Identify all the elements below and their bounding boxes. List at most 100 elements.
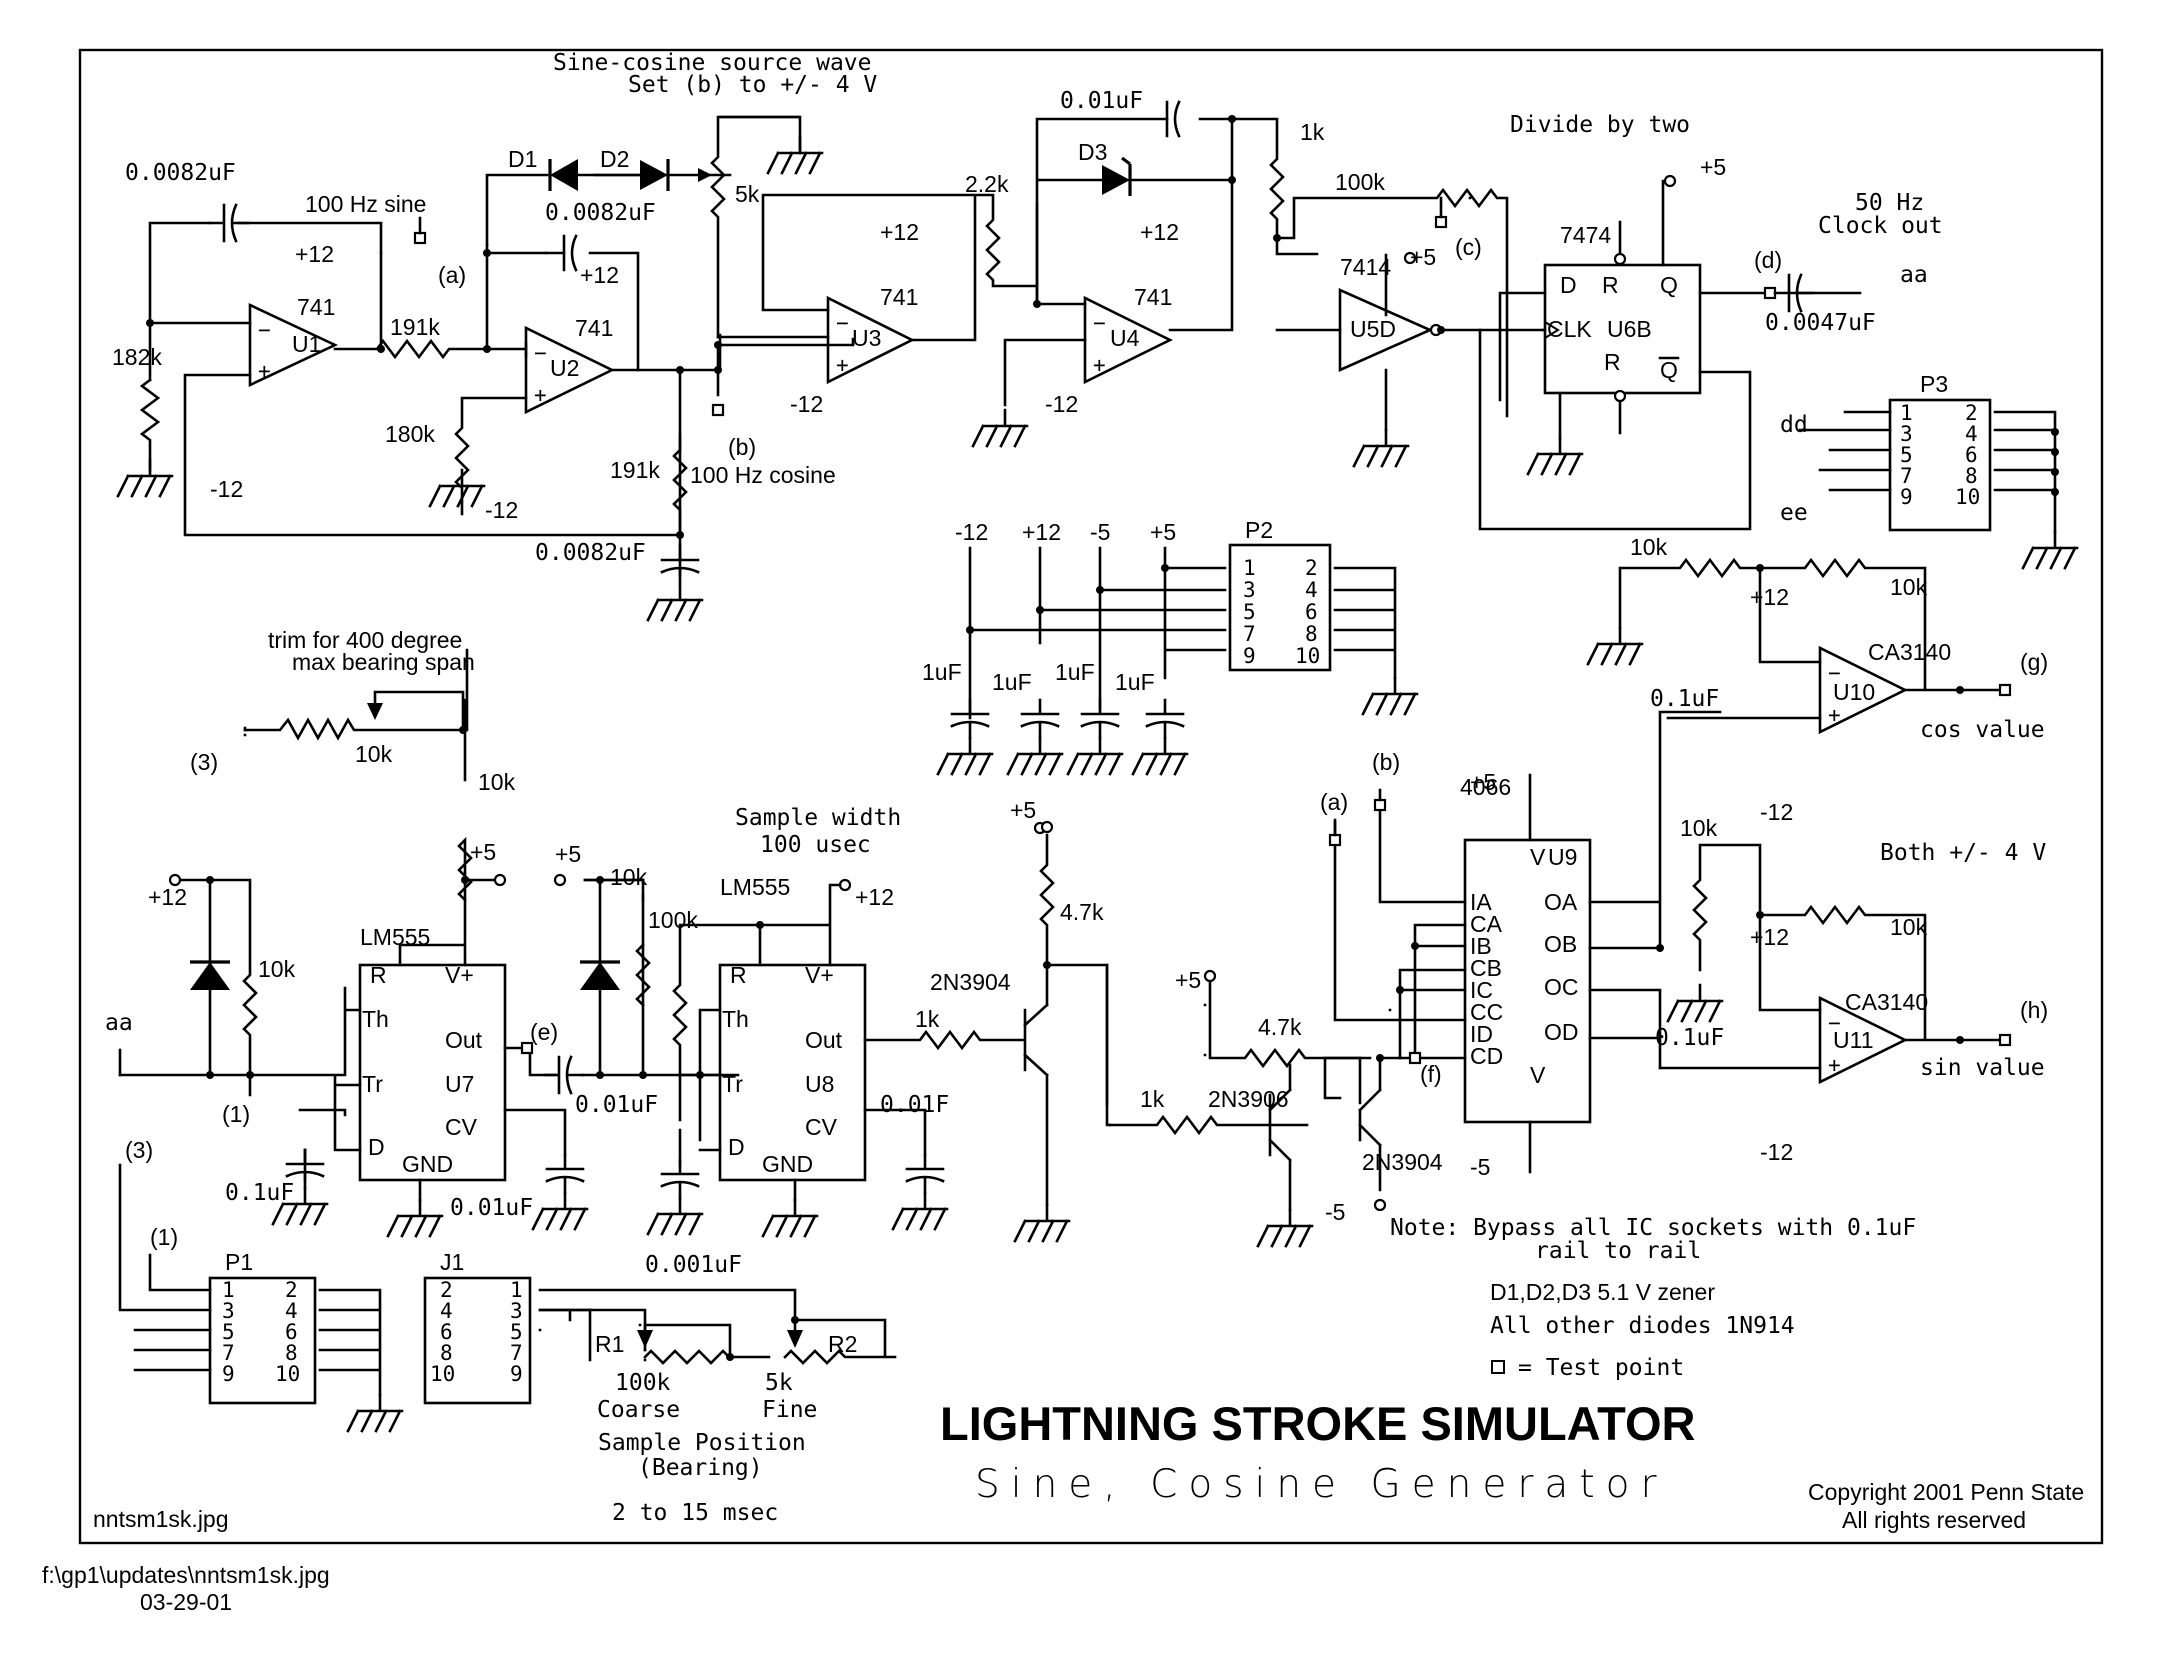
label-connectors-even-2: 6 xyxy=(1965,443,1978,467)
label-connectors-odd-3: 7 xyxy=(1243,622,1256,646)
label-connectors-even-1: 4 xyxy=(1965,422,1978,446)
label-labels-oa: OA xyxy=(1544,889,1578,915)
p2-connector: P2 xyxy=(1228,517,1332,672)
label-labels-u7: U7 xyxy=(445,1071,474,1097)
svg-text:+: + xyxy=(1828,703,1841,727)
label-labels-dd: dd xyxy=(1780,412,1808,438)
label-labels-m12: -12 xyxy=(1045,391,1078,417)
label-labels-p12: +12 xyxy=(295,241,334,267)
label-labels-clk: CLK xyxy=(1547,316,1592,342)
label-connectors-odd-4: 9 xyxy=(222,1362,235,1386)
label-connectors-odd-3: 7 xyxy=(222,1341,235,1365)
label-labels-p5: +5 xyxy=(1410,244,1436,270)
label-labels-p5: +5 xyxy=(1010,797,1036,823)
u8-lm555: R V+ Th Out Tr U8 CV D GND LM555 xyxy=(718,874,867,1182)
trim-label-1: trim for 400 degree xyxy=(268,627,462,653)
label-labels-oc: OC xyxy=(1544,974,1579,1000)
label-labels-m5: -5 xyxy=(1325,1199,1345,1225)
label-labels-tp-b: (b) xyxy=(728,434,756,460)
label-connectors-odd-2: 5 xyxy=(1900,443,1913,467)
label-labels-cv: CV xyxy=(805,1114,838,1140)
label-labels-j1: J1 xyxy=(440,1249,464,1275)
label-connectors-odd-0: 1 xyxy=(222,1278,235,1302)
label-labels-c-01: 0.1uF xyxy=(1655,1025,1724,1051)
label-labels-aa: aa xyxy=(1900,262,1928,288)
label-labels-tp-e: (e) xyxy=(530,1019,558,1045)
label-labels-c-001uF: 0.001uF xyxy=(645,1252,742,1278)
label-labels-tr: Tr xyxy=(362,1071,383,1097)
label-labels-u11: U11 xyxy=(1833,1027,1874,1053)
label-connectors-even-1: 4 xyxy=(440,1299,453,1323)
label-labels-p12: +12 xyxy=(148,884,187,910)
sample-width-label: Sample width xyxy=(735,805,901,831)
label-labels-tp-d: (d) xyxy=(1754,247,1782,273)
label-labels-d1: D1 xyxy=(508,146,537,172)
label-labels-th: Th xyxy=(722,1006,749,1032)
label-connectors-even-4: 10 xyxy=(1955,485,1980,509)
label-connectors-odd-3: 7 xyxy=(510,1341,523,1365)
label-labels-coarse: Coarse xyxy=(597,1397,680,1423)
clock-out-label: Clock out xyxy=(1818,213,1943,239)
u1-label: U1 xyxy=(292,331,321,357)
bypass-note: Note: Bypass all IC sockets with 0.1uF xyxy=(1390,1215,1916,1241)
label-labels-u5d: U5D xyxy=(1350,316,1396,342)
label-connectors-even-0: 2 xyxy=(1965,401,1978,425)
label-labels-ic: IC xyxy=(1470,977,1493,1003)
label-connectors-odd-4: 9 xyxy=(1900,485,1913,509)
label-labels-ic7414: 7414 xyxy=(1340,254,1391,280)
label-labels-aa: aa xyxy=(105,1010,133,1036)
svg-text:−: − xyxy=(1828,661,1841,685)
label-labels-vplus: V+ xyxy=(805,962,834,988)
label-labels-c-001: 0.01uF xyxy=(1060,88,1143,114)
label-labels-r-1k: 1k xyxy=(915,1006,940,1032)
label-connectors-odd-1: 3 xyxy=(222,1299,235,1323)
label-labels-m12: -12 xyxy=(1760,799,1793,825)
label-labels-d-pin: D xyxy=(368,1134,385,1160)
u11-opamp: −+ U11 CA3140 xyxy=(1818,989,1928,1085)
u2-opamp: −+ U2 741 xyxy=(524,315,615,415)
label-labels-ic7474: 7474 xyxy=(1560,222,1611,248)
u7-lm555: R V+ Th Out Tr U7 CV D GND LM555 xyxy=(358,924,507,1182)
label-labels-r-180k: 180k xyxy=(385,421,435,447)
source-wave-instruction: Set (b) to +/- 4 V xyxy=(628,72,877,98)
label-labels-r-22k: 2.2k xyxy=(965,171,1009,197)
label-labels-r-5k: 5k xyxy=(735,181,760,207)
label-labels-cb: CB xyxy=(1470,955,1502,981)
label-connectors-even-3: 8 xyxy=(440,1341,453,1365)
label-labels-p5: +5 xyxy=(1470,769,1496,795)
image-filename: nntsm1sk.jpg xyxy=(93,1506,229,1532)
label-labels-r-10k: 10k xyxy=(610,864,648,890)
label-labels-u9: U9 xyxy=(1548,844,1577,870)
p1-connector: P1 xyxy=(208,1249,317,1405)
label-labels-op741: 741 xyxy=(1134,284,1172,310)
label-labels-r-10k: 10k xyxy=(1630,534,1668,560)
label-labels-out: Out xyxy=(445,1027,483,1053)
label-connectors-even-0: 2 xyxy=(1305,556,1318,580)
label-labels-r2-val: 5k xyxy=(765,1370,793,1396)
label-labels-c-01: 0.1uF xyxy=(225,1180,294,1206)
label-labels-od: OD xyxy=(1544,1019,1579,1045)
u4-opamp: −+ U4 741 xyxy=(1083,284,1173,385)
label-labels-q2n3906: 2N3906 xyxy=(1208,1086,1289,1112)
label-labels-vplus: V+ xyxy=(445,962,474,988)
label-labels-r2: R2 xyxy=(828,1331,857,1357)
u9-4066-switch: V U9 V IA CA IB CB IC CC ID CD OA OB OC … xyxy=(1460,774,1592,1124)
copyright-line-1: Copyright 2001 Penn State xyxy=(1808,1479,2084,1505)
label-labels-r-1k: 1k xyxy=(1300,119,1325,145)
trim-label-2: max bearing span xyxy=(292,649,475,675)
sine-label: 100 Hz sine xyxy=(305,191,426,217)
svg-text:−: − xyxy=(1093,311,1106,335)
file-date: 03-29-01 xyxy=(140,1589,232,1615)
source-wave-title: Sine-cosine source wave xyxy=(553,50,872,76)
cosine-label: 100 Hz cosine xyxy=(690,462,836,488)
label-labels-r-47k: 4.7k xyxy=(1060,899,1104,925)
label-labels-qbar: Q xyxy=(1660,357,1678,383)
label-connectors-even-4: 10 xyxy=(430,1362,455,1386)
label-labels-d3: D3 xyxy=(1078,139,1107,165)
label-labels-u10: U10 xyxy=(1833,679,1875,705)
u1-opamp: −+ U1 741 xyxy=(248,294,339,388)
svg-text:+: + xyxy=(1828,1053,1841,1077)
label-labels-r-1k: 1k xyxy=(1140,1086,1165,1112)
